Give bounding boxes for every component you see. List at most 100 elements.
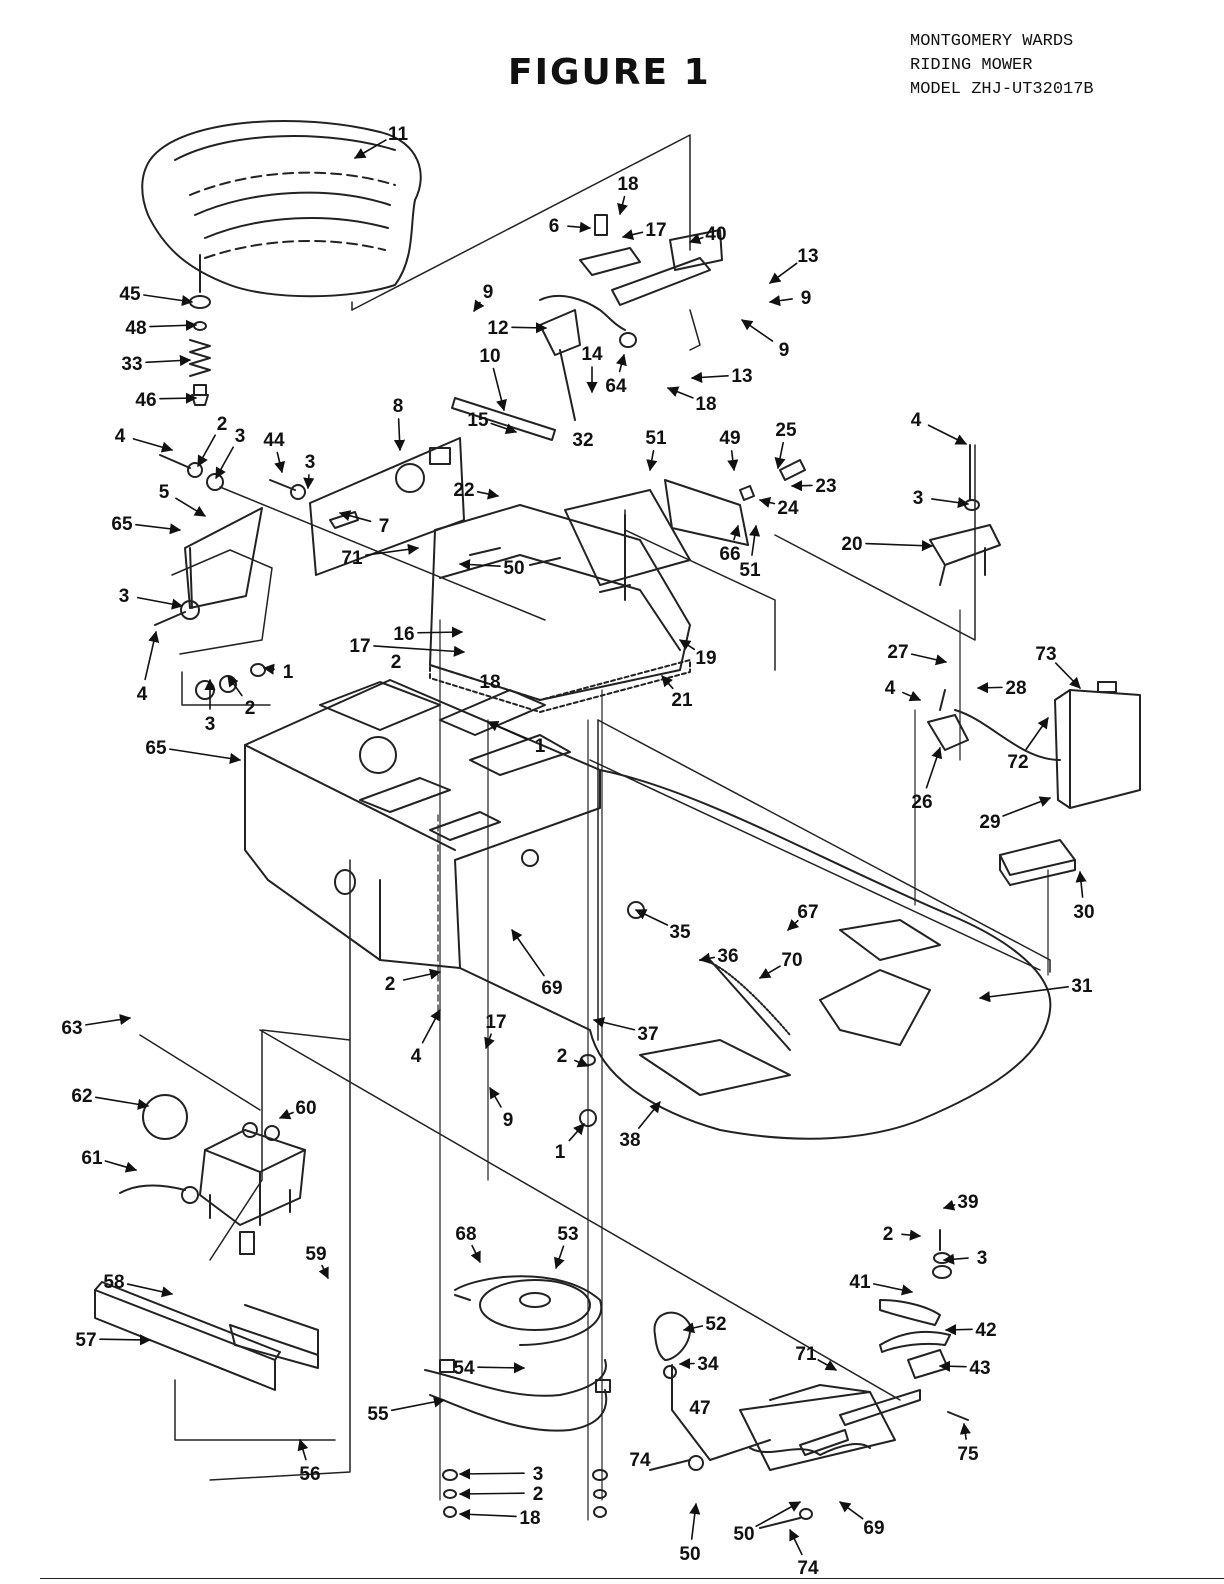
callout-leader-c43 (938, 1360, 967, 1372)
reference-lines (437, 609, 1049, 1521)
header-product: RIDING MOWER (910, 56, 1033, 75)
shift-lever (653, 1311, 771, 1461)
callout-leader-c4d (902, 690, 922, 702)
callout-label-c22: 22 (453, 480, 474, 501)
callout-label-c64: 64 (605, 376, 627, 397)
callout-label-c54: 54 (453, 1358, 475, 1379)
bar-10 (451, 397, 556, 441)
callout-leader-c3f (942, 1253, 969, 1265)
callout-label-c39: 39 (957, 1192, 978, 1213)
callout-label-c4c: 4 (137, 684, 148, 705)
left-fasteners (154, 454, 546, 706)
callout-leader-c59 (318, 1264, 329, 1280)
callout-leader-c38 (638, 1101, 661, 1129)
callout-leader-c42 (944, 1324, 973, 1336)
callout-leader-c35 (634, 909, 669, 926)
callout-leader-c3g (458, 1468, 525, 1480)
callout-leader-c17a (621, 229, 644, 241)
model-header: MONTGOMERY WARDS RIDING MOWER MODEL ZHJ-… (910, 30, 1094, 102)
callout-label-c2e: 2 (557, 1046, 568, 1067)
callout-label-c9d: 9 (503, 1110, 514, 1131)
callout-leader-c34 (678, 1358, 695, 1370)
callout-leader-c24 (758, 497, 776, 508)
callout-leader-c28 (976, 682, 1003, 694)
callout-label-c20: 20 (841, 534, 862, 555)
callout-leader-c65b (169, 748, 242, 764)
callout-label-c4e: 4 (411, 1046, 422, 1067)
callout-leader-c17b (373, 645, 466, 657)
callout-leader-c1c (568, 1123, 585, 1142)
key-switch (739, 459, 806, 501)
callout-leader-c54 (477, 1362, 526, 1374)
callout-label-c3a: 3 (235, 426, 246, 447)
callout-leader-c69a (511, 929, 545, 977)
callout-leader-c16 (417, 626, 464, 638)
callout-label-c68: 68 (455, 1224, 476, 1245)
callout-leader-c68 (470, 1244, 481, 1264)
callout-label-c36: 36 (717, 946, 738, 967)
callout-leader-c50b (689, 1502, 701, 1540)
callout-label-c8: 8 (393, 396, 404, 417)
battery (999, 681, 1141, 886)
callout-label-c45: 45 (119, 284, 141, 305)
callout-leader-c13b (690, 371, 729, 383)
callout-label-c63: 63 (61, 1018, 82, 1039)
callout-label-c42: 42 (975, 1320, 996, 1341)
callout-label-c50a: 50 (503, 558, 524, 579)
callout-leader-c37 (592, 1016, 636, 1031)
callout-label-c14: 14 (581, 344, 603, 365)
callout-label-c35: 35 (669, 922, 691, 943)
callout-leader-c50c (755, 1501, 801, 1528)
callout-label-c9c: 9 (483, 282, 494, 303)
callout-label-c4b: 4 (911, 410, 922, 431)
callout-label-c44: 44 (263, 430, 285, 451)
side-bracket (184, 507, 263, 609)
callout-label-c62: 62 (71, 1086, 92, 1107)
callout-label-c1c: 1 (555, 1142, 566, 1163)
callout-label-c13b: 13 (731, 366, 752, 387)
callout-label-c46: 46 (135, 390, 156, 411)
callout-leader-c48 (149, 319, 198, 331)
callout-leader-c9d (489, 1087, 502, 1108)
panel-66 (624, 479, 749, 601)
callout-leader-c49 (727, 450, 739, 472)
callout-leader-c7 (338, 510, 372, 523)
callout-leader-c9b (741, 319, 774, 342)
callout-label-c65a: 65 (111, 514, 133, 535)
callout-label-c2c: 2 (391, 652, 402, 673)
callout-label-c27: 27 (887, 642, 908, 663)
callout-label-c59: 59 (305, 1244, 326, 1265)
callout-label-c15: 15 (467, 410, 489, 431)
callout-leader-c9a (768, 295, 793, 307)
callout-leader-c55 (390, 1396, 446, 1412)
callout-label-c26: 26 (911, 792, 932, 813)
callout-label-c21: 21 (671, 690, 693, 711)
callout-label-c3d: 3 (119, 586, 130, 607)
callout-label-c74a: 74 (629, 1450, 651, 1471)
callout-leader-c44 (274, 451, 286, 474)
callout-label-c19: 19 (695, 648, 716, 669)
callout-leader-c18b (666, 386, 694, 399)
callout-leader-c70 (759, 965, 781, 979)
callout-leader-c50a (458, 558, 501, 571)
callout-label-c3f: 3 (977, 1248, 988, 1269)
callout-label-c2b: 2 (245, 698, 256, 719)
callout-label-c57: 57 (75, 1330, 96, 1351)
callout-label-c60: 60 (295, 1098, 316, 1119)
callout-label-c17a: 17 (645, 220, 666, 241)
callout-label-c30: 30 (1073, 902, 1094, 923)
callout-label-c40: 40 (705, 224, 726, 245)
callout-leader-c33 (145, 354, 192, 367)
callout-label-c2g: 2 (533, 1484, 544, 1505)
callout-leader-c26 (925, 746, 943, 789)
callout-leader-c1b (486, 720, 528, 741)
callout-leader-c17c (484, 1033, 495, 1050)
callout-leader-c74b (789, 1528, 803, 1556)
callout-leader-c19 (679, 639, 696, 651)
callout-label-c3c: 3 (913, 488, 924, 509)
callout-leader-c71a (365, 543, 420, 556)
channel-rails (94, 1231, 336, 1441)
callout-label-c2f: 2 (883, 1224, 894, 1245)
callout-label-c75: 75 (957, 1444, 979, 1465)
